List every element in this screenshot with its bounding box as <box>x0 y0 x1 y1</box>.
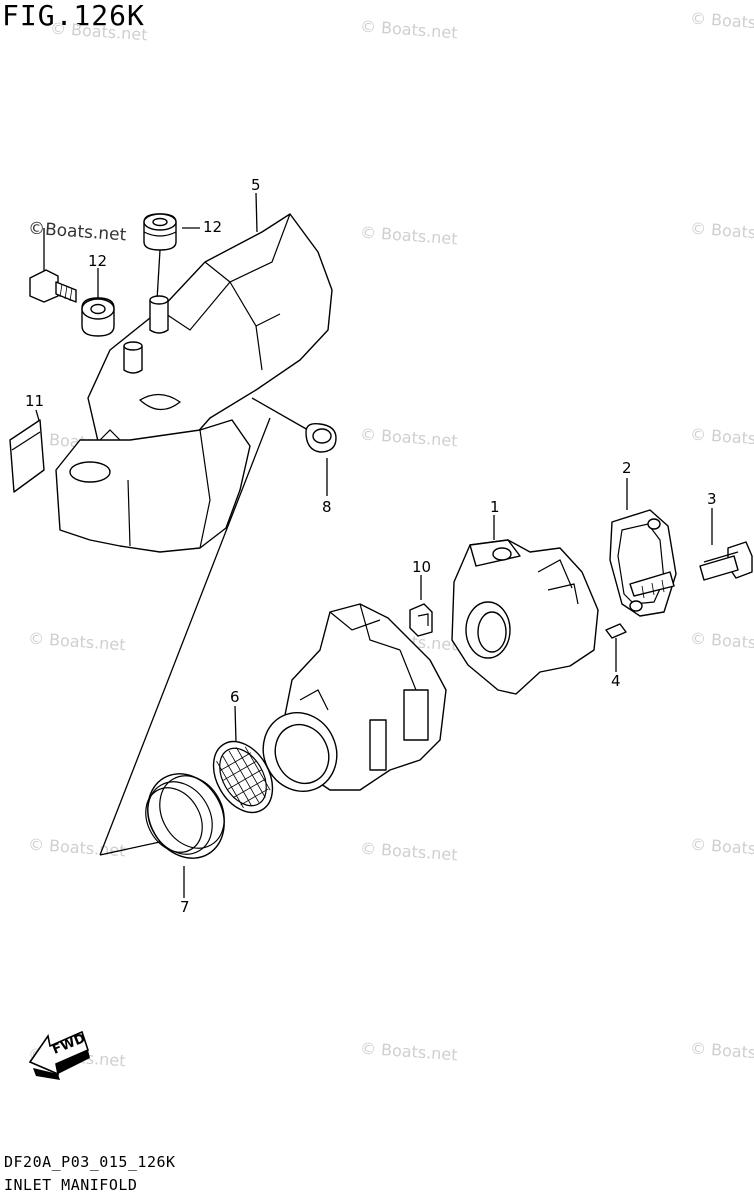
callout-3: 3 <box>707 490 717 508</box>
callout-1: 1 <box>490 498 500 516</box>
callout-11: 11 <box>25 392 45 410</box>
silencer-body <box>56 420 250 552</box>
callout-12-lower: 12 <box>88 252 108 270</box>
figure-name: INLET MANIFOLD <box>4 1176 138 1194</box>
callout-8: 8 <box>322 498 332 516</box>
callout-10: 10 <box>412 558 432 576</box>
figure-title: FIG.126K <box>2 0 145 32</box>
bolt-right <box>630 542 752 598</box>
callout-6: 6 <box>230 688 240 706</box>
bolt-upper-left <box>30 270 76 302</box>
manifold-bracket <box>452 540 598 694</box>
callout-12-upper: 12 <box>203 218 223 236</box>
gasket-strip <box>10 420 44 492</box>
callout-7: 7 <box>180 898 190 916</box>
leader-lines <box>36 193 712 898</box>
clip <box>410 604 432 636</box>
callout-5: 5 <box>251 176 261 194</box>
callout-2: 2 <box>622 459 632 477</box>
throttle-body <box>250 604 446 803</box>
cap <box>306 424 336 452</box>
silencer-case <box>88 214 332 470</box>
gasket-plate <box>610 510 676 616</box>
forward-arrow-icon <box>30 1032 90 1080</box>
seal-ring <box>133 760 239 872</box>
figure-code: DF20A_P03_015_126K <box>4 1153 176 1171</box>
grommet-upper <box>144 214 176 250</box>
grommet-lower <box>82 298 114 336</box>
dowel-pin <box>606 624 626 638</box>
callout-4: 4 <box>611 672 621 690</box>
mesh-screen <box>201 731 284 823</box>
